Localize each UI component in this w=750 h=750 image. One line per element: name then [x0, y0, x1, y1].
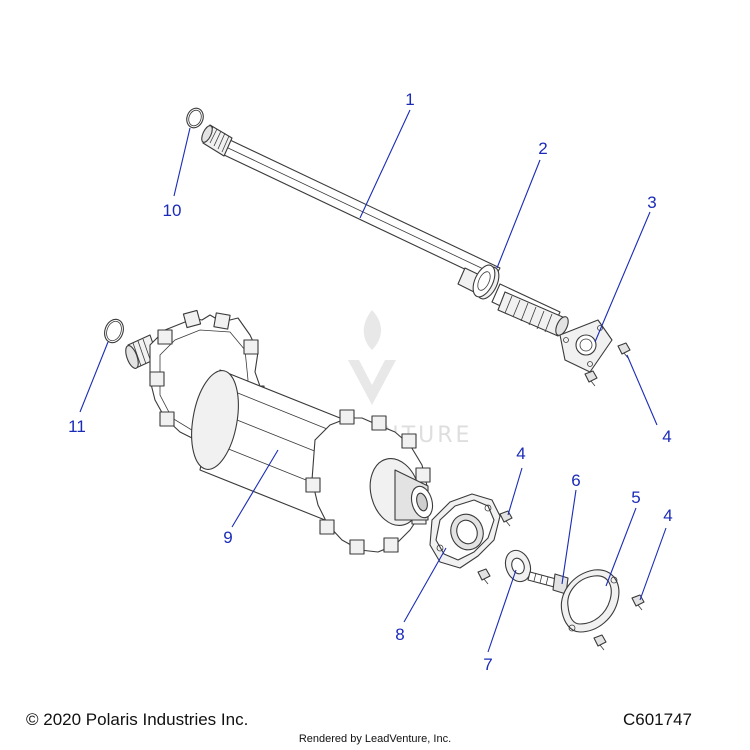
- part-4-bolt-a[interactable]: [617, 342, 631, 359]
- part-1-driveshaft[interactable]: [200, 124, 571, 337]
- part-6-bolt[interactable]: [527, 571, 569, 595]
- callout-4-a[interactable]: 4: [662, 427, 671, 446]
- leader-5: [605, 507, 637, 587]
- callout-11[interactable]: 11: [68, 417, 86, 436]
- callout-7[interactable]: 7: [483, 655, 492, 674]
- part-4-bolt-b[interactable]: [584, 370, 598, 387]
- part-7-washer[interactable]: [501, 547, 534, 585]
- copyright-text: © 2020 Polaris Industries Inc.: [26, 710, 249, 729]
- part-4-bolt-d[interactable]: [477, 568, 491, 585]
- callout-8[interactable]: 8: [395, 625, 404, 644]
- leader-lines: [79, 109, 667, 653]
- diagram-code: C601747: [622, 710, 692, 729]
- callout-10[interactable]: 10: [163, 201, 182, 220]
- leader-11: [79, 341, 109, 413]
- part-2-bearing[interactable]: [469, 262, 504, 302]
- rendered-by-text: Rendered by LeadVenture, Inc.: [298, 733, 452, 745]
- part-11-o-ring[interactable]: [101, 317, 126, 346]
- part-4-bolt-c[interactable]: [499, 510, 513, 527]
- leader-2: [496, 159, 541, 269]
- leader-7: [487, 569, 517, 653]
- leader-6: [561, 489, 577, 585]
- leader-3: [594, 211, 651, 343]
- leader-4c: [639, 527, 667, 601]
- part-8-bearing-housing[interactable]: [429, 493, 501, 569]
- callout-1[interactable]: 1: [405, 90, 414, 109]
- callout-9[interactable]: 9: [223, 528, 232, 547]
- callout-4-c[interactable]: 4: [663, 506, 672, 525]
- leader-10: [173, 127, 191, 197]
- leader-9: [231, 449, 279, 528]
- part-9-drive-axle-sprockets[interactable]: [123, 309, 436, 555]
- part-4-bolt-e[interactable]: [631, 594, 645, 611]
- leader-8: [403, 547, 447, 623]
- leader-4a: [626, 354, 658, 426]
- part-3-flange[interactable]: [559, 319, 613, 373]
- callout-3[interactable]: 3: [647, 193, 656, 212]
- part-5-end-cap[interactable]: [560, 569, 620, 633]
- part-4-bolt-f[interactable]: [593, 634, 607, 651]
- part-10-o-ring[interactable]: [184, 106, 206, 130]
- callout-6[interactable]: 6: [571, 471, 580, 490]
- leader-4b: [507, 467, 523, 516]
- callout-2[interactable]: 2: [538, 139, 547, 158]
- callout-4-b[interactable]: 4: [516, 444, 525, 463]
- callout-5[interactable]: 5: [631, 488, 640, 507]
- leader-1: [359, 109, 411, 219]
- callout-numbers: 1 2 3 4 4 4 5 6 7 8 9 10 11: [68, 90, 673, 674]
